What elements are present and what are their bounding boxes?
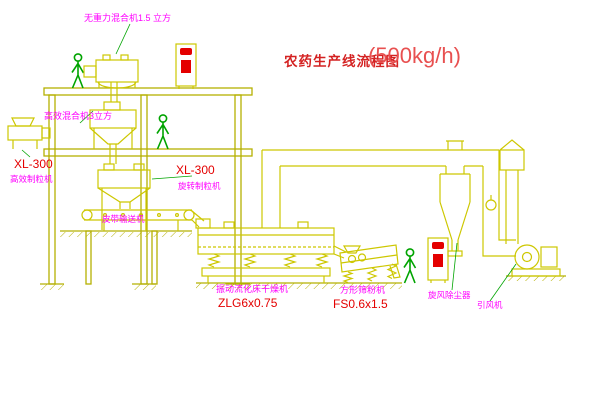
label-dryer-model: ZLG6x0.75 <box>218 296 278 310</box>
control-cabinet-upper <box>175 43 197 89</box>
label-fan: 引风机 <box>477 300 503 310</box>
person-second-floor <box>156 114 170 150</box>
label-belt-conveyor: 皮带输送机 <box>102 214 145 224</box>
diagram-title: 农药生产线流程图 <box>284 54 400 69</box>
belt-conveyor <box>81 209 205 231</box>
control-cabinet-lower <box>427 237 449 283</box>
square-sifter <box>339 244 401 284</box>
label-sifter: 方形筛粉机 <box>340 285 386 295</box>
exhaust-stack <box>499 139 525 244</box>
induced-draft-fan <box>511 244 561 277</box>
label-xl300-right-model: XL-300 <box>176 163 215 177</box>
zero-gravity-mixer <box>83 54 139 102</box>
label-rotary-granulator: 旋转制粒机 <box>178 181 221 191</box>
label-xl300-left-model: XL-300 <box>14 157 53 171</box>
label-sifter-model: FS0.6x1.5 <box>333 297 388 311</box>
exhaust-duct <box>261 149 516 257</box>
rotary-granulator <box>97 163 151 230</box>
label-zero-gravity-mixer: 无重力混合机1.5 立方 <box>84 13 172 23</box>
label-high-efficiency-mixer: 高效混合机3立方 <box>44 111 113 121</box>
high-efficiency-mixer <box>89 101 137 164</box>
fluid-bed-dryer <box>195 218 347 283</box>
cyclone-dust-collector <box>439 140 471 257</box>
label-dryer: 振动流化床干燥机 <box>216 284 289 294</box>
label-cyclone: 旋风除尘器 <box>428 290 471 300</box>
label-left-granulator: 高效制粒机 <box>10 174 53 184</box>
leader-lines <box>21 23 517 302</box>
left-granulator-machine <box>7 117 51 149</box>
person-ground <box>403 248 417 284</box>
building-structure <box>40 87 566 290</box>
person-top-floor <box>71 53 85 89</box>
diagram-title-capacity: (500kg/h) <box>368 43 461 68</box>
